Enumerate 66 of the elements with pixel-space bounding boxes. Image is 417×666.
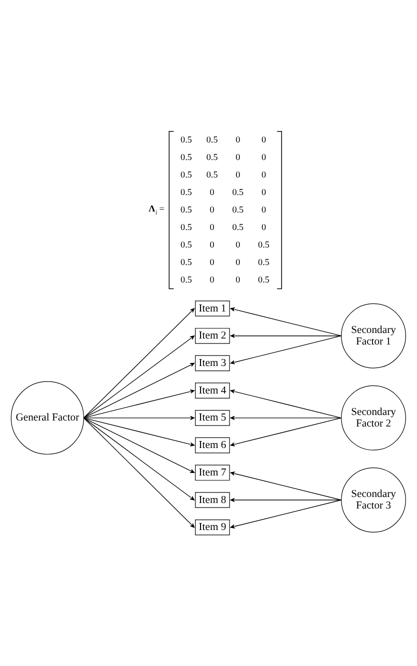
label: 0 [236, 134, 240, 145]
arrow [83, 418, 195, 473]
label: 0.5 [180, 134, 192, 145]
node-box: Item 2 [195, 328, 230, 344]
label: 0.5 [258, 274, 270, 284]
arrow [230, 389, 342, 418]
label: 0 [261, 204, 266, 214]
arrow [230, 500, 342, 528]
node-circle: Secondary Factor 2 [341, 385, 406, 450]
label: 0.5 [206, 169, 218, 180]
label: 0.5 [180, 239, 192, 250]
arrow [83, 389, 195, 418]
label: 0 [210, 204, 214, 214]
label: 0.5 [232, 204, 244, 214]
label: 0 [261, 134, 266, 145]
label: 0 [210, 256, 214, 267]
arrow [230, 472, 342, 500]
label: 0 [236, 239, 240, 250]
node-box: Item 1 [195, 300, 230, 316]
arrow [83, 418, 195, 446]
arrow [83, 362, 195, 418]
label: 0.5 [180, 256, 192, 267]
label: 0 [210, 222, 214, 232]
label: 0.5 [180, 222, 192, 232]
node-box: Item 3 [195, 355, 230, 372]
label: 0.5 [258, 239, 270, 250]
label: 0.5 [180, 204, 192, 214]
label: 0 [236, 274, 240, 284]
label: 0 [210, 186, 214, 197]
node-box: Item 8 [195, 492, 230, 508]
label: 0 [261, 152, 266, 162]
node-box: Item 6 [195, 437, 230, 454]
arrow [83, 416, 195, 420]
label: 0 [261, 186, 266, 197]
label: 0 [261, 222, 266, 232]
label: 0.5 [232, 222, 244, 232]
node-circle: General Factor [10, 381, 84, 455]
arrow [230, 334, 342, 338]
arrow [83, 418, 195, 528]
label: 0.5 [180, 274, 192, 284]
label: 0.5 [180, 186, 192, 197]
node-box: Item 9 [195, 519, 230, 536]
node-box: Item 4 [195, 382, 230, 398]
arrow [230, 307, 342, 336]
arrow [230, 336, 342, 364]
label: 0.5 [258, 256, 270, 267]
label: 0 [236, 169, 240, 180]
node-box: Item 5 [195, 410, 230, 426]
label: 0 [236, 256, 240, 267]
label: 0.5 [206, 152, 218, 162]
node-circle: Secondary Factor 3 [341, 468, 406, 532]
node-box: Item 7 [195, 464, 230, 481]
label: 0.5 [180, 169, 192, 180]
label: 0.5 [206, 134, 218, 145]
label: 0 [236, 152, 240, 162]
label: 0 [210, 239, 214, 250]
arrow [83, 418, 195, 500]
node-circle: Secondary Factor 1 [341, 303, 406, 368]
arrow [230, 418, 342, 446]
label: 0.5 [232, 186, 244, 197]
label: 0 [210, 274, 214, 284]
arrow [230, 498, 342, 502]
label: Λ$_{i}$ = [148, 204, 164, 217]
label: 0.5 [180, 152, 192, 162]
arrow [230, 416, 342, 420]
label: 0 [261, 169, 266, 180]
